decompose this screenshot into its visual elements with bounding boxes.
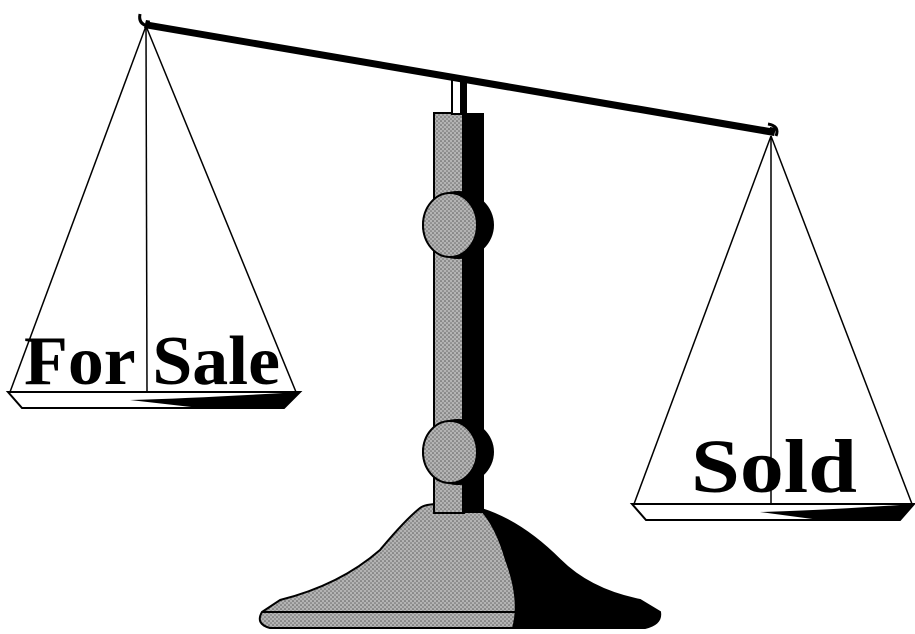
scale-base [260, 504, 660, 628]
left-pan-assembly: For Sale [8, 26, 300, 408]
pivot-post [452, 78, 466, 114]
left-pan-label: For Sale [24, 323, 280, 400]
right-pan-assembly: Sold [632, 136, 914, 520]
right-pan-label: Sold [691, 425, 857, 509]
column-knob-upper [422, 191, 494, 259]
column-knob-lower [422, 419, 494, 485]
